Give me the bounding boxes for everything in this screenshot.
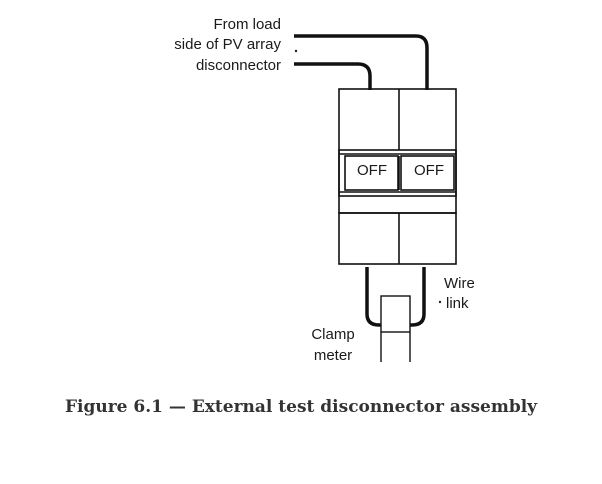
label-dot: [294, 49, 298, 53]
clamp-meter-label: Clamp meter: [311, 326, 354, 364]
source-label: From load side of PV array disconnector: [174, 16, 281, 74]
source-label-line-2: side of PV array: [174, 36, 281, 53]
source-label-line-3: disconnector: [196, 57, 281, 74]
incoming-wire-left: [294, 62, 372, 90]
disconnector-body: [338, 88, 457, 265]
clamp-meter-icon: [380, 295, 411, 362]
wire-link-label: Wire link: [444, 275, 475, 312]
wire-link-label-line-1: Wire: [444, 275, 475, 292]
source-label-line-1: From load: [213, 16, 281, 33]
switch-left-off-label: OFF: [357, 162, 387, 179]
wire-link-pointer-dot: [438, 300, 442, 304]
clamp-meter-label-line-2: meter: [314, 347, 352, 364]
incoming-wire-right: [294, 34, 429, 90]
wire-link-label-line-2: link: [446, 295, 469, 312]
clamp-meter-label-line-1: Clamp: [311, 326, 354, 343]
figure-caption: Figure 6.1 — External test disconnector …: [64, 397, 538, 417]
switch-right-off-label: OFF: [414, 162, 444, 179]
